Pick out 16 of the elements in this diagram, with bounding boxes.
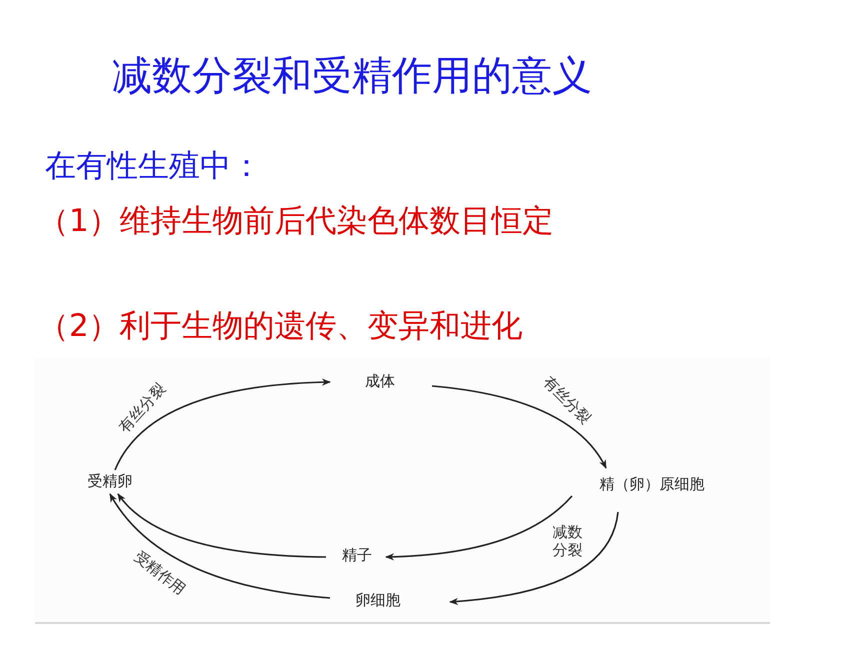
stage-label: 精子 — [342, 546, 372, 564]
edge-label: 减数分裂 — [551, 523, 585, 559]
curved-arrow — [432, 385, 607, 469]
curved-arrow — [114, 378, 331, 470]
text-line: （2）利于生物的遗传、变异和进化 — [38, 307, 523, 346]
stage-label: 成体 — [365, 372, 395, 390]
text-line: （1）维持生物前后代染色体数目恒定 — [38, 202, 554, 241]
slide-title: 减数分裂和受精作用的意义 — [112, 52, 592, 101]
curved-arrow — [117, 493, 326, 558]
stage-label: 受精卵 — [88, 472, 132, 490]
curved-arrow — [385, 495, 573, 560]
stage-label: 精（卵）原细胞 — [600, 475, 704, 493]
curved-arrow — [109, 493, 330, 599]
stage-label: 卵细胞 — [356, 591, 400, 609]
text-line: 在有性生殖中： — [45, 147, 262, 186]
curved-arrow — [449, 512, 619, 605]
